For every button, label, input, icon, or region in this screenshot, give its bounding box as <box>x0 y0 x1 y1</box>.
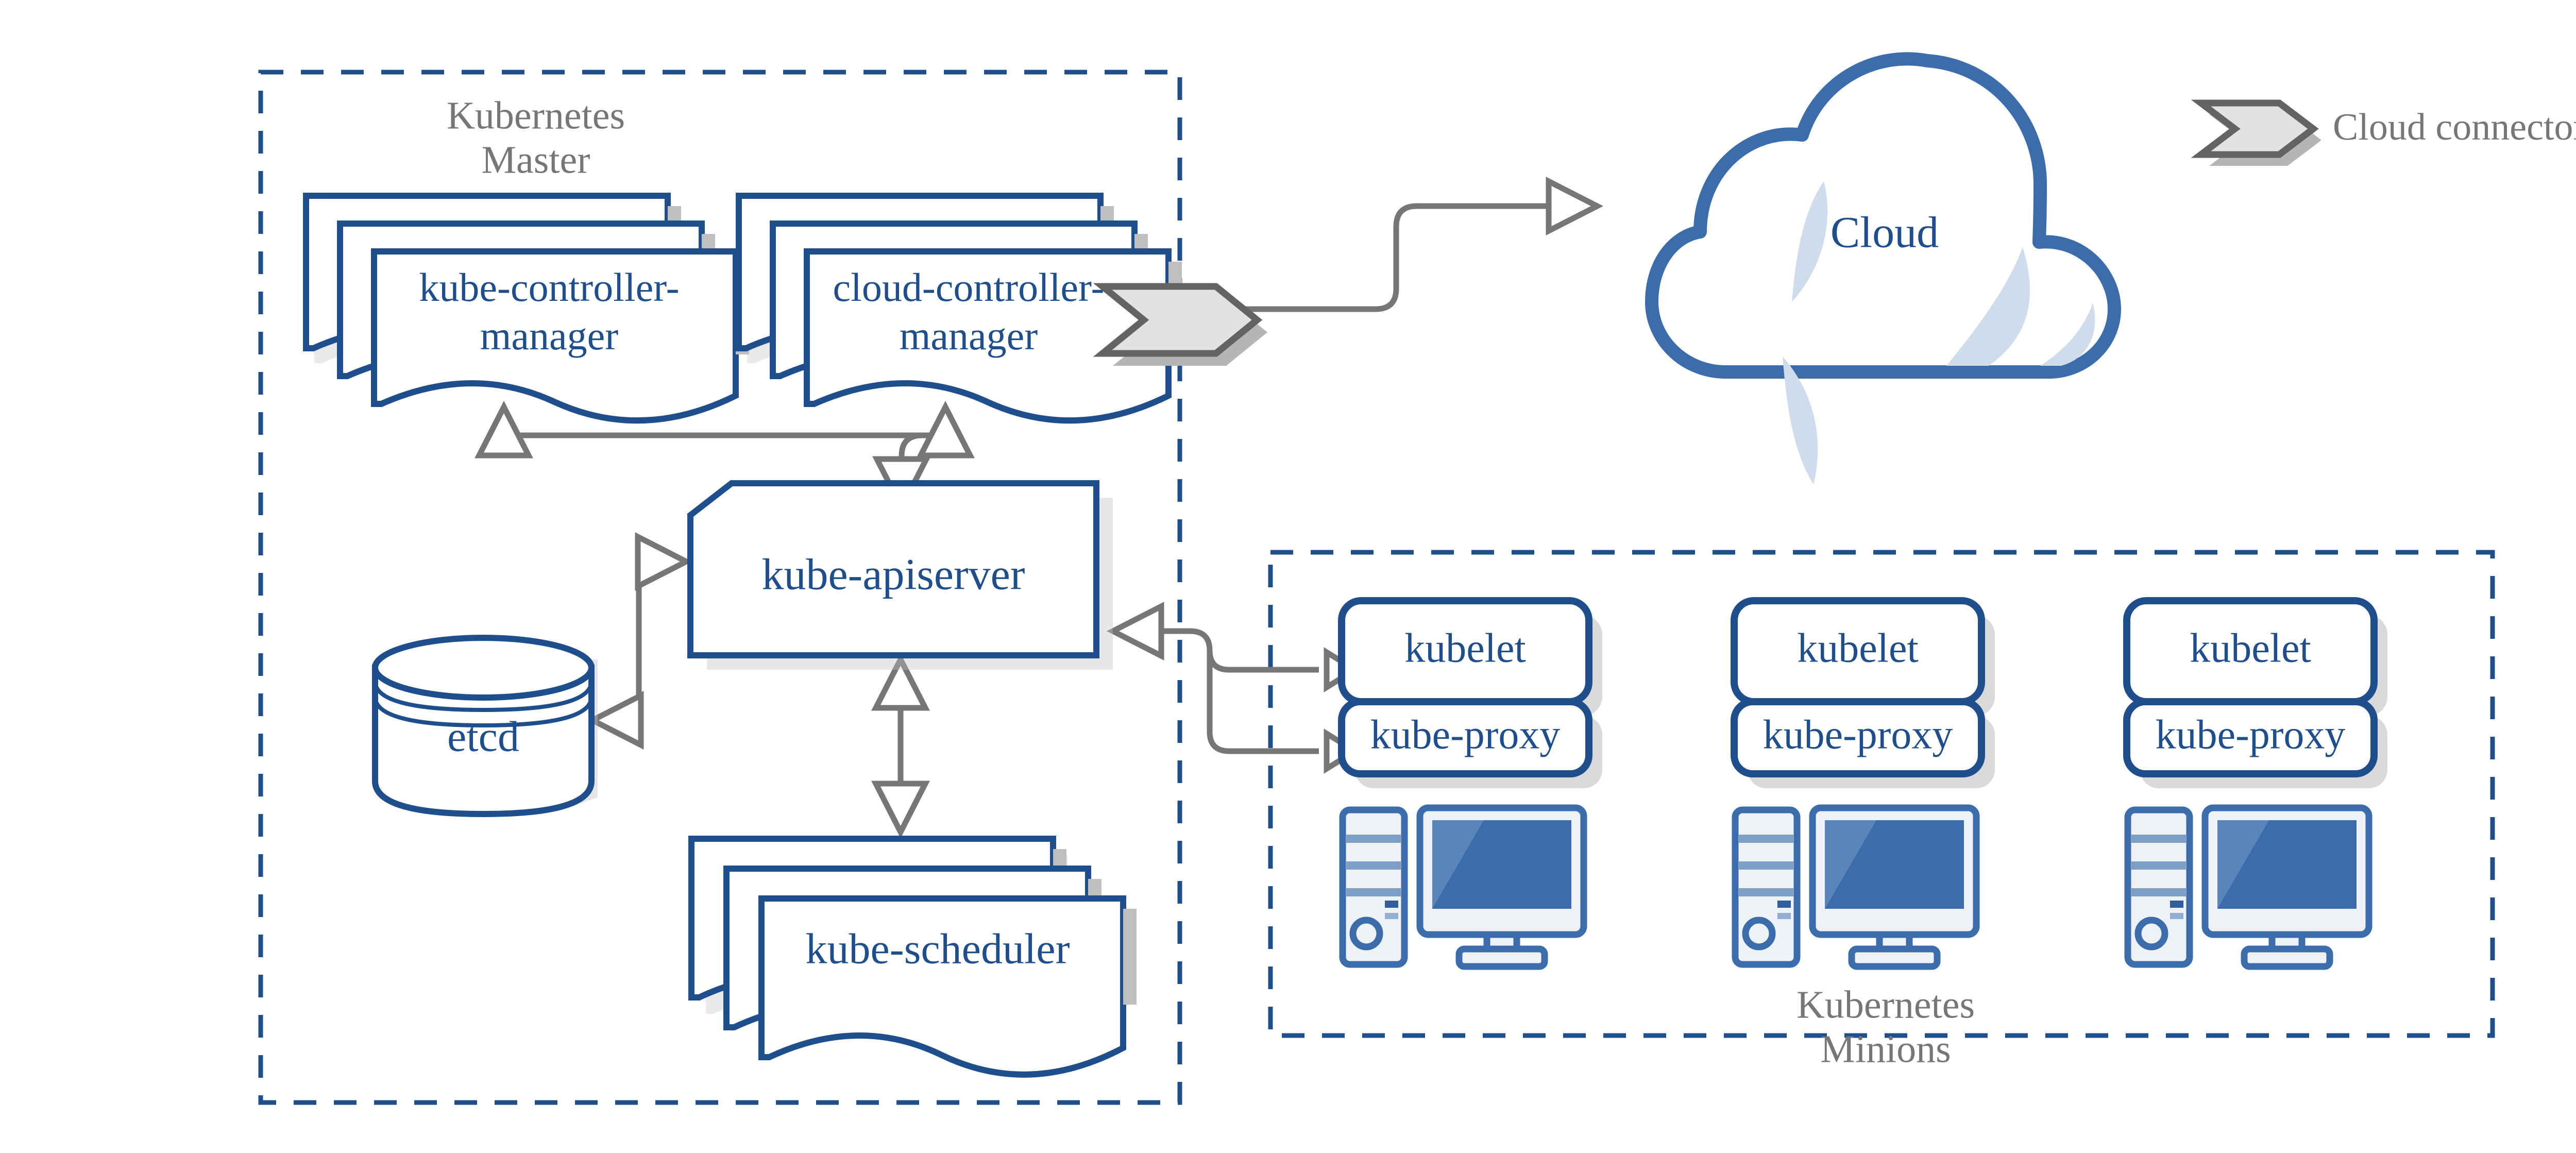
kubernetes-minions-boundary <box>1268 550 2495 1038</box>
connector-ccm-to-cloud <box>1175 177 1604 312</box>
node-kube-controller-manager[interactable]: kube-controller- manager <box>303 193 749 424</box>
cloud-label: Cloud <box>1831 208 1939 257</box>
master-group-label-line2: Master <box>481 138 590 181</box>
minion-node-3: kubelet kube-proxy <box>2123 597 2387 970</box>
node-cloud-controller-manager[interactable]: cloud-controller- manager <box>736 193 1182 424</box>
node-kube-scheduler[interactable]: kube-scheduler <box>688 836 1137 1078</box>
minion-3-kubelet-label: kubelet <box>2190 625 2311 671</box>
minion-3-kube-proxy-box[interactable] <box>2123 698 2378 777</box>
minion-2-kubelet-label: kubelet <box>1797 625 1918 671</box>
minion-2-kube-proxy-label: kube-proxy <box>1763 712 1953 757</box>
kube-controller-manager-label-line2: manager <box>480 313 619 358</box>
minion-1-kubelet-label: kubelet <box>1404 625 1526 671</box>
legend-cloud-connector-label: Cloud connector <box>2333 106 2576 148</box>
minion-1-desktop-computer-icon <box>1339 804 1587 970</box>
cloud-shape[interactable]: Cloud <box>1645 52 2121 484</box>
minion-3-desktop-computer-icon <box>2124 804 2372 970</box>
minion-node-1: kubelet kube-proxy <box>1338 597 1602 970</box>
connector-apiserver-scheduler <box>871 653 930 839</box>
minion-2-kube-proxy-box[interactable] <box>1731 698 1985 777</box>
minion-1-kube-proxy-box[interactable] <box>1338 698 1592 777</box>
kube-apiserver-label: kube-apiserver <box>762 550 1025 599</box>
node-kube-apiserver[interactable]: kube-apiserver <box>687 480 1113 670</box>
connector-apiserver-to-minions <box>1106 602 1361 774</box>
minion-1-kube-proxy-label: kube-proxy <box>1370 712 1561 757</box>
cloud-controller-manager-label-line1: cloud-controller- <box>833 265 1105 310</box>
minion-2-desktop-computer-icon <box>1732 804 1980 970</box>
minions-group-label-line2: Minions <box>1820 1027 1951 1071</box>
legend-chevron-icon <box>2191 99 2321 166</box>
node-etcd[interactable]: etcd <box>372 635 598 818</box>
connector-apiserver-etcd <box>586 532 693 750</box>
minion-node-2: kubelet kube-proxy <box>1731 597 1995 970</box>
kube-scheduler-label: kube-scheduler <box>805 925 1070 973</box>
cloud-controller-manager-label-line2: manager <box>900 313 1038 358</box>
minions-group-label-line1: Kubernetes <box>1797 983 1975 1026</box>
legend-cloud-connector: Cloud connector <box>2191 99 2576 166</box>
cloud-connector-icon[interactable] <box>1093 283 1267 366</box>
etcd-label: etcd <box>447 713 519 760</box>
master-group-label-line1: Kubernetes <box>447 94 625 137</box>
kube-controller-manager-label-line1: kube-controller- <box>419 265 679 310</box>
minion-3-kube-proxy-label: kube-proxy <box>2156 712 2346 757</box>
kubernetes-master-boundary <box>258 70 1182 1105</box>
